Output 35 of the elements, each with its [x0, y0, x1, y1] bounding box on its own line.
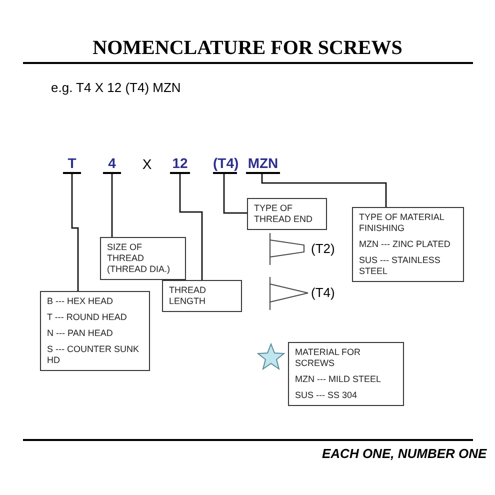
slogan: EACH ONE, NUMBER ONE: [322, 446, 487, 462]
box-text: THREAD LENGTH: [169, 285, 208, 307]
leader-line: [71, 174, 79, 291]
separator-letter: X: [141, 155, 153, 173]
title: NOMENCLATURE FOR SCREWS: [92, 36, 404, 60]
description-box: [100, 237, 186, 280]
box-text: B --- HEX HEAD: [47, 296, 114, 307]
box-text: SUS --- SS 304: [295, 390, 358, 401]
box-text: SUS --- STAINLESS STEEL: [359, 255, 442, 277]
thread-end-label: (T4): [311, 285, 335, 301]
box-text: T --- ROUND HEAD: [47, 312, 128, 323]
box-text: SIZE OF THREAD (THREAD DIA.): [107, 242, 171, 275]
example-text: e.g. T4 X 12 (T4) MZN: [51, 80, 181, 96]
box-text: N --- PAN HEAD: [47, 328, 114, 339]
leader-line: [179, 174, 203, 280]
code-letter: MZN: [246, 154, 280, 174]
code-letter: 12: [170, 154, 190, 174]
description-box: [288, 342, 404, 406]
description-box: [40, 291, 150, 371]
description-box: [352, 207, 464, 282]
box-text: MZN --- MILD STEEL: [295, 374, 382, 385]
box-text: S --- COUNTER SUNK HD: [47, 344, 140, 366]
description-box: [162, 280, 242, 312]
leader-line: [261, 174, 387, 207]
box-text: MATERIAL FOR SCREWS: [295, 347, 362, 369]
code-letter: T: [63, 154, 81, 174]
description-box: [247, 198, 327, 230]
code-letter: 4: [103, 154, 121, 174]
box-text: TYPE OF THREAD END: [254, 203, 314, 225]
box-text: MZN --- ZINC PLATED: [359, 239, 452, 250]
leader-line: [111, 174, 113, 237]
code-letter: (T4): [213, 154, 237, 174]
thread-end-label: (T2): [311, 241, 335, 257]
leader-line: [223, 174, 247, 214]
box-text: TYPE OF MATERIAL FINISHING: [359, 212, 446, 234]
